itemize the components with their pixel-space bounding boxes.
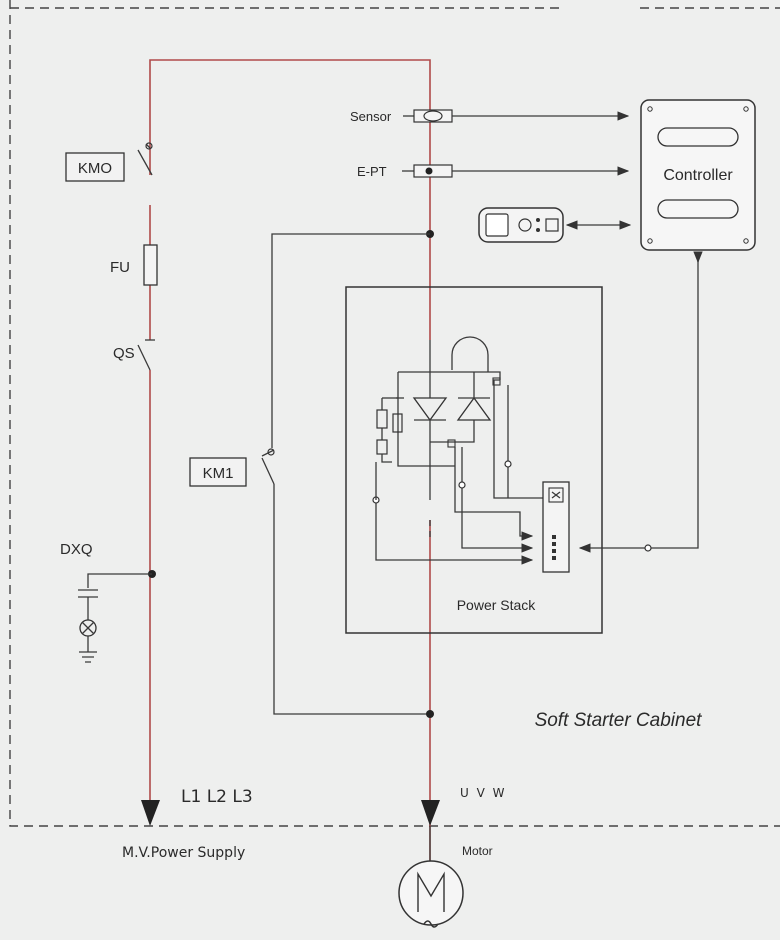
- ept-label: E-PT: [357, 164, 387, 179]
- power-stack-label: Power Stack: [457, 597, 537, 613]
- controller: Controller: [640, 99, 756, 251]
- cabinet-title: Soft Starter Cabinet: [535, 710, 703, 731]
- motor-label: Motor: [462, 844, 493, 858]
- power-stack: Power Stack: [345, 286, 603, 634]
- fu-label: FU: [110, 259, 130, 276]
- motor-icon: [398, 860, 464, 928]
- phase-labels-motor: U V W: [460, 786, 507, 800]
- controller-label: Controller: [663, 167, 733, 184]
- sensor-label: Sensor: [350, 109, 392, 124]
- supply-label: M.V.Power Supply: [122, 845, 245, 861]
- controller-link: [578, 251, 703, 553]
- e-pt: E-PT: [357, 164, 630, 179]
- motor-arrow: [421, 800, 440, 868]
- kmo-contactor: KMO: [65, 142, 153, 182]
- disconnector-qs: QS: [113, 339, 155, 371]
- handheld-keypad-icon: [478, 207, 632, 243]
- supply-arrow: [141, 800, 160, 826]
- kmo-label: KMO: [78, 160, 112, 177]
- phase-labels-supply: L1 L2 L3: [181, 787, 253, 807]
- qs-label: QS: [113, 345, 135, 362]
- km1-bypass: KM1: [189, 230, 434, 718]
- indicator-lamp-icon: [79, 619, 97, 637]
- sensor: Sensor: [350, 109, 630, 124]
- km1-label: KM1: [203, 465, 234, 482]
- dxq-indicator: DXQ: [60, 541, 156, 663]
- fuse-fu: FU: [110, 244, 158, 286]
- dxq-label: DXQ: [60, 541, 93, 558]
- cabinet-border: [9, 0, 780, 827]
- main-power-circuit: [149, 59, 431, 868]
